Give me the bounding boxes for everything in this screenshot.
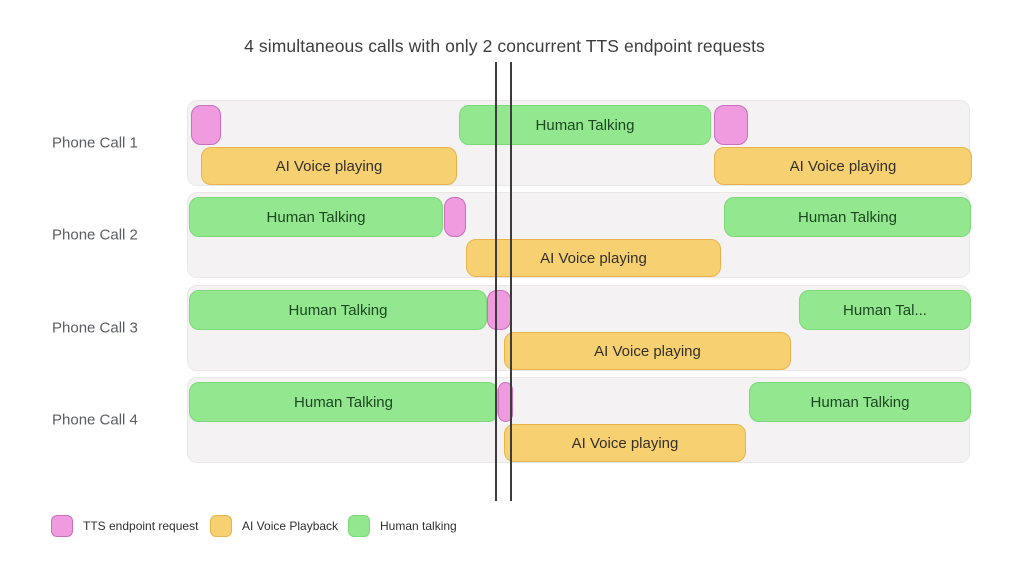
ai-voice-playback-bar: AI Voice playing <box>201 147 457 185</box>
phone-call-row: Human Talking Human Talking AI Voice playi… <box>187 377 971 463</box>
tts-request-bar <box>191 105 221 145</box>
legend-swatch-tts <box>51 515 73 537</box>
legend-label: Human talking <box>380 519 457 533</box>
bar-label: AI Voice playing <box>594 342 701 360</box>
phone-call-row: Human Talking Human Tal... AI Voice playin… <box>187 285 971 371</box>
human-talking-bar: Human Talking <box>189 197 443 237</box>
bar-label: Human Talking <box>810 393 910 411</box>
bar-label: Human Talking <box>288 301 388 319</box>
concurrency-window-line <box>495 62 497 501</box>
bar-label: Human Tal... <box>843 301 927 319</box>
legend-label: AI Voice Playback <box>242 519 339 533</box>
ai-voice-playback-bar: AI Voice playing <box>504 424 746 462</box>
legend-item-human: Human talking <box>348 515 457 537</box>
legend-label: TTS endpoint request <box>83 519 199 533</box>
legend-swatch-human <box>348 515 370 537</box>
ai-voice-playback-bar: AI Voice playing <box>466 239 721 277</box>
row-label: Phone Call 4 <box>52 411 138 429</box>
legend-item-tts: TTS endpoint request <box>51 515 198 537</box>
bar-label: Human Talking <box>266 208 366 226</box>
tts-request-bar <box>444 197 466 237</box>
human-talking-bar: Human Tal... <box>799 290 971 330</box>
legend-swatch-ai <box>210 515 232 537</box>
human-talking-bar: Human Talking <box>189 382 498 422</box>
row-label: Phone Call 1 <box>52 134 138 152</box>
bar-label: Human Talking <box>535 116 635 134</box>
bar-label: AI Voice playing <box>789 157 897 175</box>
phone-call-row: Human Talking AI Voice playing AI Voice pl… <box>187 100 972 186</box>
human-talking-bar: Human Talking <box>749 382 971 422</box>
phone-call-row: Human Talking Human Talking AI Voice playi… <box>187 192 971 278</box>
human-talking-bar: Human Talking <box>459 105 711 145</box>
tts-request-bar <box>714 105 748 145</box>
bar-label: AI Voice playing <box>540 249 647 267</box>
ai-voice-playback-bar: AI Voice playing <box>714 147 972 185</box>
ai-voice-playback-bar: AI Voice playing <box>504 332 791 370</box>
legend-item-ai: AI Voice Playback <box>210 515 338 537</box>
row-label: Phone Call 3 <box>52 319 138 337</box>
diagram-title: 4 simultaneous calls with only 2 concurr… <box>244 36 765 56</box>
human-talking-bar: Human Talking <box>724 197 971 237</box>
human-talking-bar: Human Talking <box>189 290 487 330</box>
concurrency-window-line <box>510 62 512 501</box>
row-label: Phone Call 2 <box>52 226 138 244</box>
bar-label: Human Talking <box>798 208 897 226</box>
bar-label: AI Voice playing <box>275 157 383 175</box>
tts-request-bar <box>498 382 513 422</box>
bar-label: AI Voice playing <box>571 434 679 452</box>
bar-label: Human Talking <box>294 393 393 411</box>
tts-request-bar <box>487 290 511 330</box>
